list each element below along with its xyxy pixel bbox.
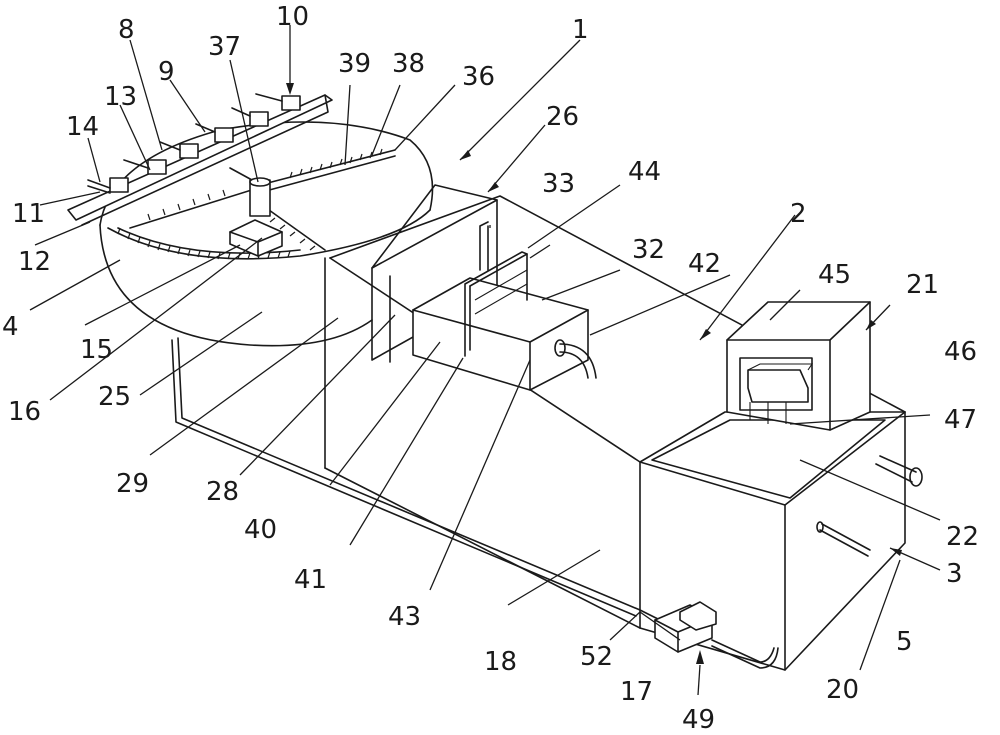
label-16: 16 bbox=[8, 397, 41, 427]
label-22: 22 bbox=[946, 522, 979, 552]
leader-lines bbox=[29, 25, 941, 696]
label-20: 20 bbox=[826, 675, 859, 705]
label-29: 29 bbox=[116, 469, 149, 499]
label-18: 18 bbox=[484, 647, 517, 677]
label-2: 2 bbox=[790, 199, 807, 229]
right-box bbox=[639, 411, 923, 671]
back-wall bbox=[371, 184, 498, 363]
label-4: 4 bbox=[2, 312, 19, 342]
label-46: 46 bbox=[944, 337, 977, 367]
top-bar bbox=[67, 93, 333, 226]
label-8: 8 bbox=[118, 15, 135, 45]
label-38: 38 bbox=[392, 49, 425, 79]
label-37: 37 bbox=[208, 32, 241, 62]
label-10: 10 bbox=[276, 2, 309, 32]
control-box bbox=[726, 301, 871, 431]
label-36: 36 bbox=[462, 62, 495, 92]
label-15: 15 bbox=[80, 335, 113, 365]
label-32: 32 bbox=[632, 235, 665, 265]
label-13: 13 bbox=[104, 82, 137, 112]
piping bbox=[171, 337, 779, 669]
circular-tank bbox=[99, 121, 434, 347]
label-45: 45 bbox=[818, 260, 851, 290]
label-5: 5 bbox=[896, 627, 913, 657]
label-39: 39 bbox=[338, 49, 371, 79]
label-41: 41 bbox=[294, 565, 327, 595]
label-9: 9 bbox=[158, 57, 175, 87]
rakes bbox=[129, 148, 396, 257]
label-43: 43 bbox=[388, 602, 421, 632]
label-52: 52 bbox=[580, 642, 613, 672]
label-40: 40 bbox=[244, 515, 277, 545]
bar-units bbox=[87, 93, 301, 194]
label-11: 11 bbox=[12, 199, 45, 229]
label-3: 3 bbox=[946, 559, 963, 589]
label-28: 28 bbox=[206, 477, 239, 507]
label-49: 49 bbox=[682, 705, 715, 735]
label-26: 26 bbox=[546, 102, 579, 132]
label-42: 42 bbox=[688, 249, 721, 279]
filter-box bbox=[412, 221, 597, 391]
label-47: 47 bbox=[944, 405, 977, 435]
label-1: 1 bbox=[572, 15, 589, 45]
label-21: 21 bbox=[906, 270, 939, 300]
label-25: 25 bbox=[98, 382, 131, 412]
labels: 1 2 3 4 5 8 9 10 11 12 13 14 15 16 17 18… bbox=[2, 2, 979, 735]
label-33: 33 bbox=[542, 169, 575, 199]
label-44: 44 bbox=[628, 157, 661, 187]
label-14: 14 bbox=[66, 112, 99, 142]
label-12: 12 bbox=[18, 247, 51, 277]
label-17: 17 bbox=[620, 677, 653, 707]
